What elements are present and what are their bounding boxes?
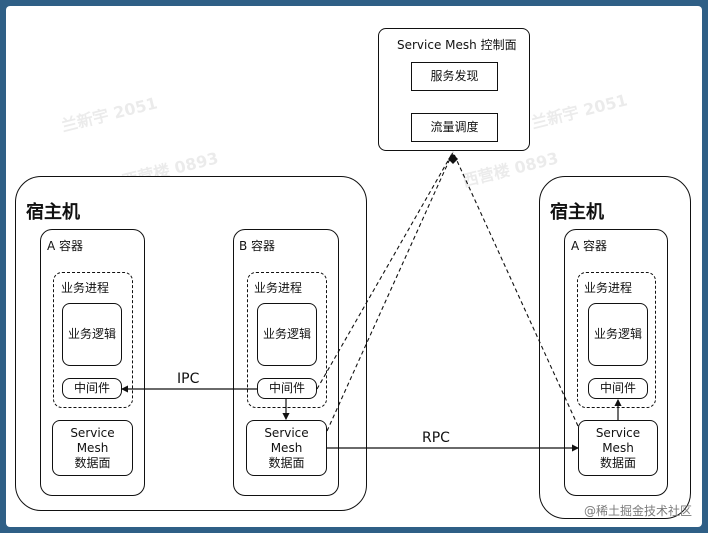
watermark-1: 兰新宇 2051 xyxy=(59,93,160,136)
left-a-process-box xyxy=(53,272,133,408)
right-a-dataplane-line-3: 数据面 xyxy=(599,455,636,470)
control-plane-connector-diamond xyxy=(448,154,458,164)
right-a-process-title: 业务进程 xyxy=(584,281,633,295)
right-a-dataplane-line-1: Service xyxy=(595,425,641,440)
left-a-dataplane-line-1: Service xyxy=(70,425,115,440)
left-b-container-title: B 容器 xyxy=(239,239,276,253)
watermark-5: 兰新宇 2051 xyxy=(529,90,630,133)
footer-credit: @稀土掘金技术社区 xyxy=(583,504,692,518)
right-a-container-title: A 容器 xyxy=(571,239,608,253)
right-a-business-logic: 业务逻辑 xyxy=(588,303,648,366)
rpc-label: RPC xyxy=(420,430,452,446)
right-a-dataplane-line-2: Mesh xyxy=(602,440,634,455)
ipc-label: IPC xyxy=(175,371,202,387)
left-a-dataplane-line-3: 数据面 xyxy=(74,455,111,470)
diagram-canvas: 兰新宇 2051 西营楼 0893 兰新宇 2051 西营楼 0893 兰新宇 … xyxy=(6,6,702,527)
left-b-dataplane: Service Mesh 数据面 xyxy=(246,420,327,476)
right-a-dataplane: Service Mesh 数据面 xyxy=(578,420,658,476)
left-b-middleware: 中间件 xyxy=(257,378,317,399)
left-a-dataplane-line-2: Mesh xyxy=(76,440,109,455)
left-a-dataplane: Service Mesh 数据面 xyxy=(52,420,133,476)
left-b-process-title: 业务进程 xyxy=(254,281,303,295)
left-a-business-logic: 业务逻辑 xyxy=(62,303,122,366)
left-b-dataplane-line-2: Mesh xyxy=(270,440,303,455)
left-b-dataplane-line-1: Service xyxy=(264,425,309,440)
left-a-middleware: 中间件 xyxy=(62,378,122,399)
control-plane-traffic-scheduling: 流量调度 xyxy=(411,113,498,142)
left-a-container-title: A 容器 xyxy=(47,239,84,253)
left-b-business-logic: 业务逻辑 xyxy=(257,303,317,366)
right-a-middleware: 中间件 xyxy=(588,378,648,399)
host-right-title: 宿主机 xyxy=(550,202,604,223)
left-b-dataplane-line-3: 数据面 xyxy=(268,455,305,470)
control-plane-service-discovery: 服务发现 xyxy=(411,62,498,91)
left-a-process-title: 业务进程 xyxy=(61,281,110,295)
control-plane-title: Service Mesh 控制面 xyxy=(397,38,517,52)
host-left-title: 宿主机 xyxy=(26,202,80,223)
